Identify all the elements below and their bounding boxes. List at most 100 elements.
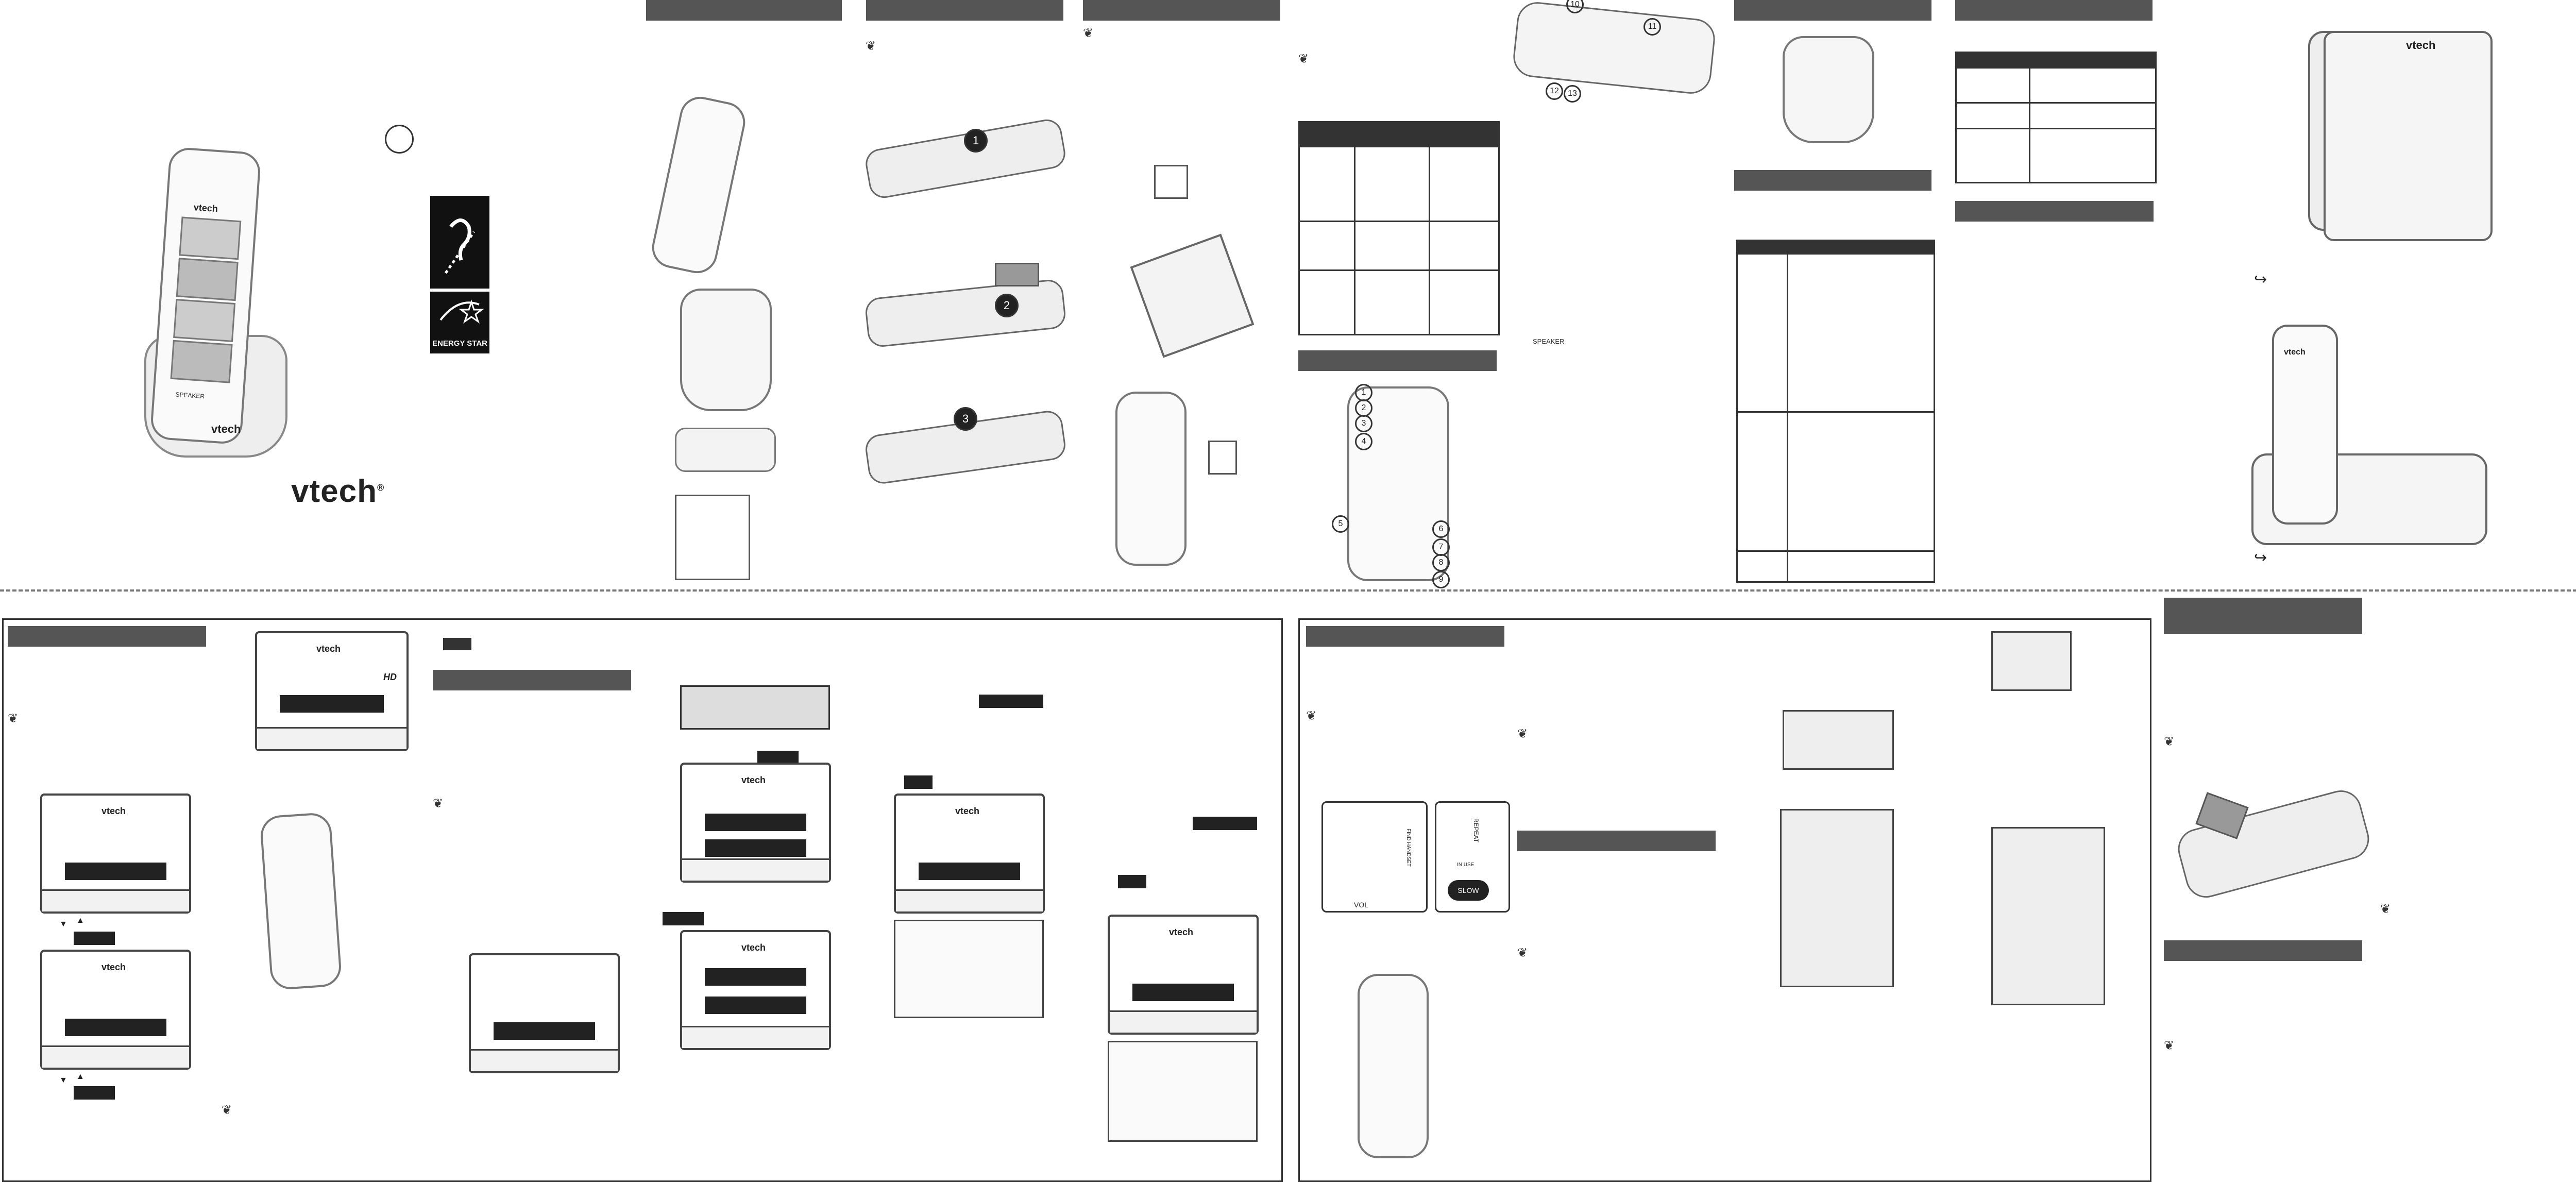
lcd-highlight-bar-2 (705, 997, 806, 1014)
corded-base-body (2324, 31, 2493, 241)
lcd-display-1: vtech HD (255, 631, 409, 751)
handset-back-view (1511, 0, 1717, 96)
lcd-highlight-bar (919, 863, 1020, 880)
circle-icon (385, 125, 414, 154)
tip-icon-8: ❦ (1517, 727, 1528, 741)
section-header-charger-2 (1734, 170, 1931, 191)
black-label-6 (979, 695, 1043, 708)
lcd-highlight-bar (280, 695, 384, 713)
trademark: ® (377, 482, 385, 493)
callout-4: 4 (1355, 433, 1372, 450)
photo-key-4 (170, 340, 233, 383)
callout-12: 12 (1546, 82, 1563, 100)
base-brand: vtech (211, 423, 241, 435)
parts-handset (648, 93, 749, 277)
cordless-base-phone: vtech (2251, 325, 2487, 545)
lcd-highlight-bar (705, 814, 806, 831)
softkey-row (471, 1049, 618, 1071)
callout-8: 8 (1432, 554, 1450, 571)
repeat-label: REPEAT (1472, 818, 1480, 843)
lcd-display-5: vtech (680, 763, 831, 883)
section-header-handset-charge (1734, 0, 1931, 21)
lcd-highlight-bar (705, 968, 806, 986)
lcd-highlight-bar (65, 863, 166, 880)
section-header-sidebar-1 (2164, 598, 2362, 634)
black-label-3 (74, 1086, 115, 1100)
table-header (1300, 123, 1498, 147)
tip-icon-2: ❦ (1083, 26, 1094, 40)
section-header-battery (866, 0, 1063, 21)
repeat-slow-panel: REPEAT IN USE SLOW (1435, 801, 1510, 913)
tip-icon-6: ❦ (222, 1103, 232, 1117)
lcd-display-3: vtech (40, 950, 191, 1070)
battery-step-2: 2 (864, 242, 1067, 348)
vtech-logo: vtech® (291, 473, 384, 510)
callout-6: 6 (1432, 520, 1450, 538)
bottom-left-panel (2, 618, 1283, 1182)
corded-base-brand: vtech (2406, 39, 2436, 52)
battery-handset-2 (864, 278, 1067, 348)
callout-5: 5 (1332, 515, 1349, 533)
black-label-4 (757, 751, 799, 764)
speaker-key-label: SPEAKER (175, 391, 205, 400)
wall-outlet (1154, 165, 1188, 199)
photo-key-1 (179, 216, 242, 260)
corded-base-phone: vtech (2246, 21, 2493, 241)
step-badge-1: 1 (964, 129, 988, 153)
parts-adapter (675, 428, 776, 472)
battery-handset-1 (863, 117, 1068, 200)
hd-label: HD (383, 672, 397, 682)
arrow-icon-2: ↪ (2254, 549, 2267, 566)
tip-icon-9: ❦ (1517, 946, 1528, 960)
hearing-aid-icon (444, 218, 476, 274)
step-badge-2: 2 (995, 294, 1019, 317)
lcd-display-6: vtech (680, 930, 831, 1050)
handset-brand: vtech (193, 201, 218, 214)
slow-button[interactable]: SLOW (1448, 880, 1489, 901)
battery-replace-illustration (2169, 785, 2374, 917)
softkey-row (257, 727, 406, 749)
callout-10: 10 (1566, 0, 1584, 13)
lcd-brand: vtech (741, 775, 766, 785)
section-header-answering-2 (1517, 831, 1716, 851)
lcd-display-2: vtech (40, 793, 191, 914)
charger-install-illustration (1103, 155, 1257, 361)
table-header (1738, 241, 1934, 255)
tip-icon-3: ❦ (1298, 52, 1309, 66)
parts-user-manual (675, 495, 750, 580)
callout-1: 1 (1355, 384, 1372, 401)
handset-keypad-2 (1991, 827, 2105, 1005)
charging-wall-outlet (1208, 441, 1237, 475)
softkey-row (1110, 1010, 1257, 1033)
answering-controls: VOL FIND HANDSET REPEAT IN USE SLOW (1321, 801, 1510, 913)
black-label-1 (443, 638, 471, 650)
tip-icon-1: ❦ (866, 39, 876, 53)
softkey-row (682, 1026, 829, 1048)
charging-handset-3 (1358, 974, 1429, 1158)
battery-pack (995, 263, 1039, 286)
callout-13: 13 (1564, 85, 1581, 103)
charger-light-table (1736, 240, 1935, 583)
in-use-label: IN USE (1457, 862, 1475, 868)
arrow-up-label: ▲ (76, 916, 84, 925)
tip-icon-4: ❦ (8, 712, 19, 725)
lcd-display-4 (469, 953, 620, 1073)
black-label-7 (904, 775, 933, 789)
callout-9: 9 (1432, 571, 1450, 588)
section-header-parts-list (646, 0, 842, 21)
nav-keys-panel-2 (1991, 631, 2072, 691)
lcd-brand: vtech (1169, 927, 1194, 937)
callout-2: 2 (1355, 399, 1372, 417)
section-header-display-settings (8, 626, 206, 647)
base-table (1955, 52, 2157, 183)
black-label-5 (663, 912, 704, 925)
section-header-answering (1306, 626, 1504, 647)
tip-icon-11: ❦ (2380, 902, 2391, 916)
lcd-highlight-bar-2 (705, 839, 806, 857)
battery-step-3: 3 (863, 402, 1067, 486)
hearing-aid-badge (430, 196, 489, 289)
black-label-9 (1118, 875, 1146, 888)
callout-11: 11 (1643, 18, 1661, 36)
fold-line (0, 589, 2576, 592)
section-header-telephone-base (1955, 201, 2154, 222)
